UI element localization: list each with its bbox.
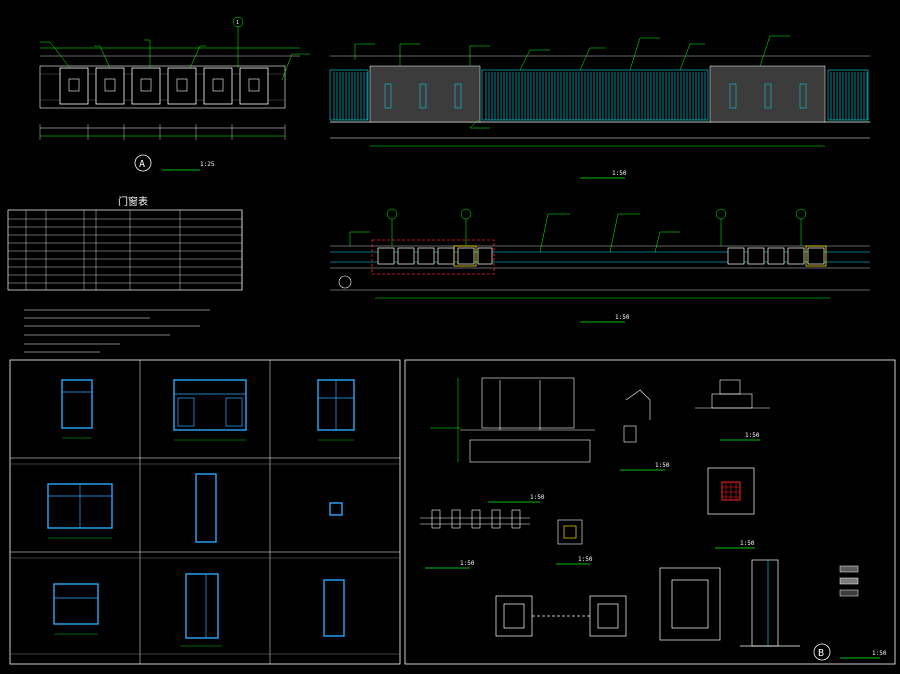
front-elevation-scale: 1:50 [612,170,627,177]
plan-a-view: 1 A 1:25 [39,16,310,172]
wall-plan-scale: 1:50 [615,314,630,321]
detail-2-scale: 1:50 [745,432,760,439]
svg-text:1: 1 [236,20,239,26]
foot-3-scale: 1:50 [578,556,593,563]
foot-1-scale: 1:50 [740,540,755,547]
window-elevations-panel [9,359,401,665]
foot-2-scale: 1:50 [460,560,475,567]
section-cut-icon [338,275,352,289]
wall-plan-view: 1:50 [330,208,870,323]
circle-marker-icon [813,643,831,661]
circle-marker-icon [134,154,152,172]
b-view-scale: 1:50 [872,650,887,657]
detail-1-scale: 1:50 [655,462,670,469]
section-scale: 1:50 [530,494,545,501]
door-window-schedule: 门窗表 [7,195,243,353]
marker-b-label: B [818,648,824,659]
front-elevation-view: 1:50 [329,35,870,179]
plan-a-scale: 1:25 [200,161,215,168]
marker-a-label: A [139,159,145,170]
detail-drawings-panel: 1:50 1:50 1:50 1:50 [404,359,896,665]
door-table-title: 门窗表 [118,195,148,208]
